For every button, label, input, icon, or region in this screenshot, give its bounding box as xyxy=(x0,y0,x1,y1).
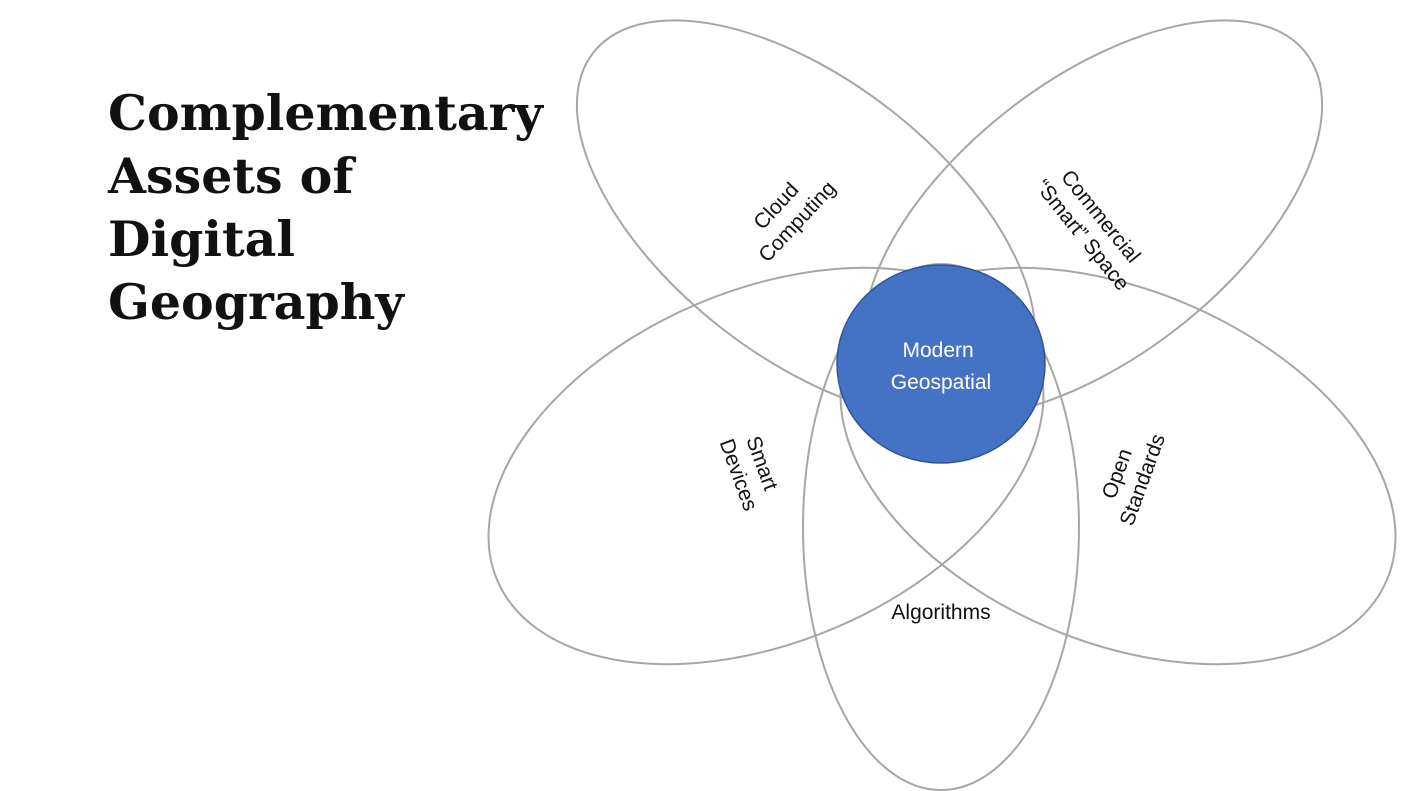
title-line-1: Complementary xyxy=(108,84,543,142)
label-open-standards: Open Standards xyxy=(1091,422,1170,529)
petal-algorithms xyxy=(802,263,1080,791)
svg-text:Smart Devices: Smart Devices xyxy=(715,427,787,514)
title-line-2: Assets of xyxy=(108,147,354,205)
title-line-4: Geography xyxy=(108,273,404,331)
title-line-3: Digital xyxy=(108,210,295,268)
label-cloud-computing: Cloud Computing xyxy=(735,159,840,267)
center-label: Modern Geospatial xyxy=(891,339,991,394)
center-disc xyxy=(836,264,1046,464)
label-smart-devices: Smart Devices xyxy=(715,427,787,514)
svg-text:Cloud Computing: Cloud Computing xyxy=(735,159,840,267)
petal-open-standards xyxy=(839,266,1397,666)
page-title: Complementary Assets of Digital Geograph… xyxy=(108,82,548,334)
svg-text:Open Standards: Open Standards xyxy=(1091,422,1170,529)
label-algorithms: Algorithms xyxy=(891,601,990,624)
